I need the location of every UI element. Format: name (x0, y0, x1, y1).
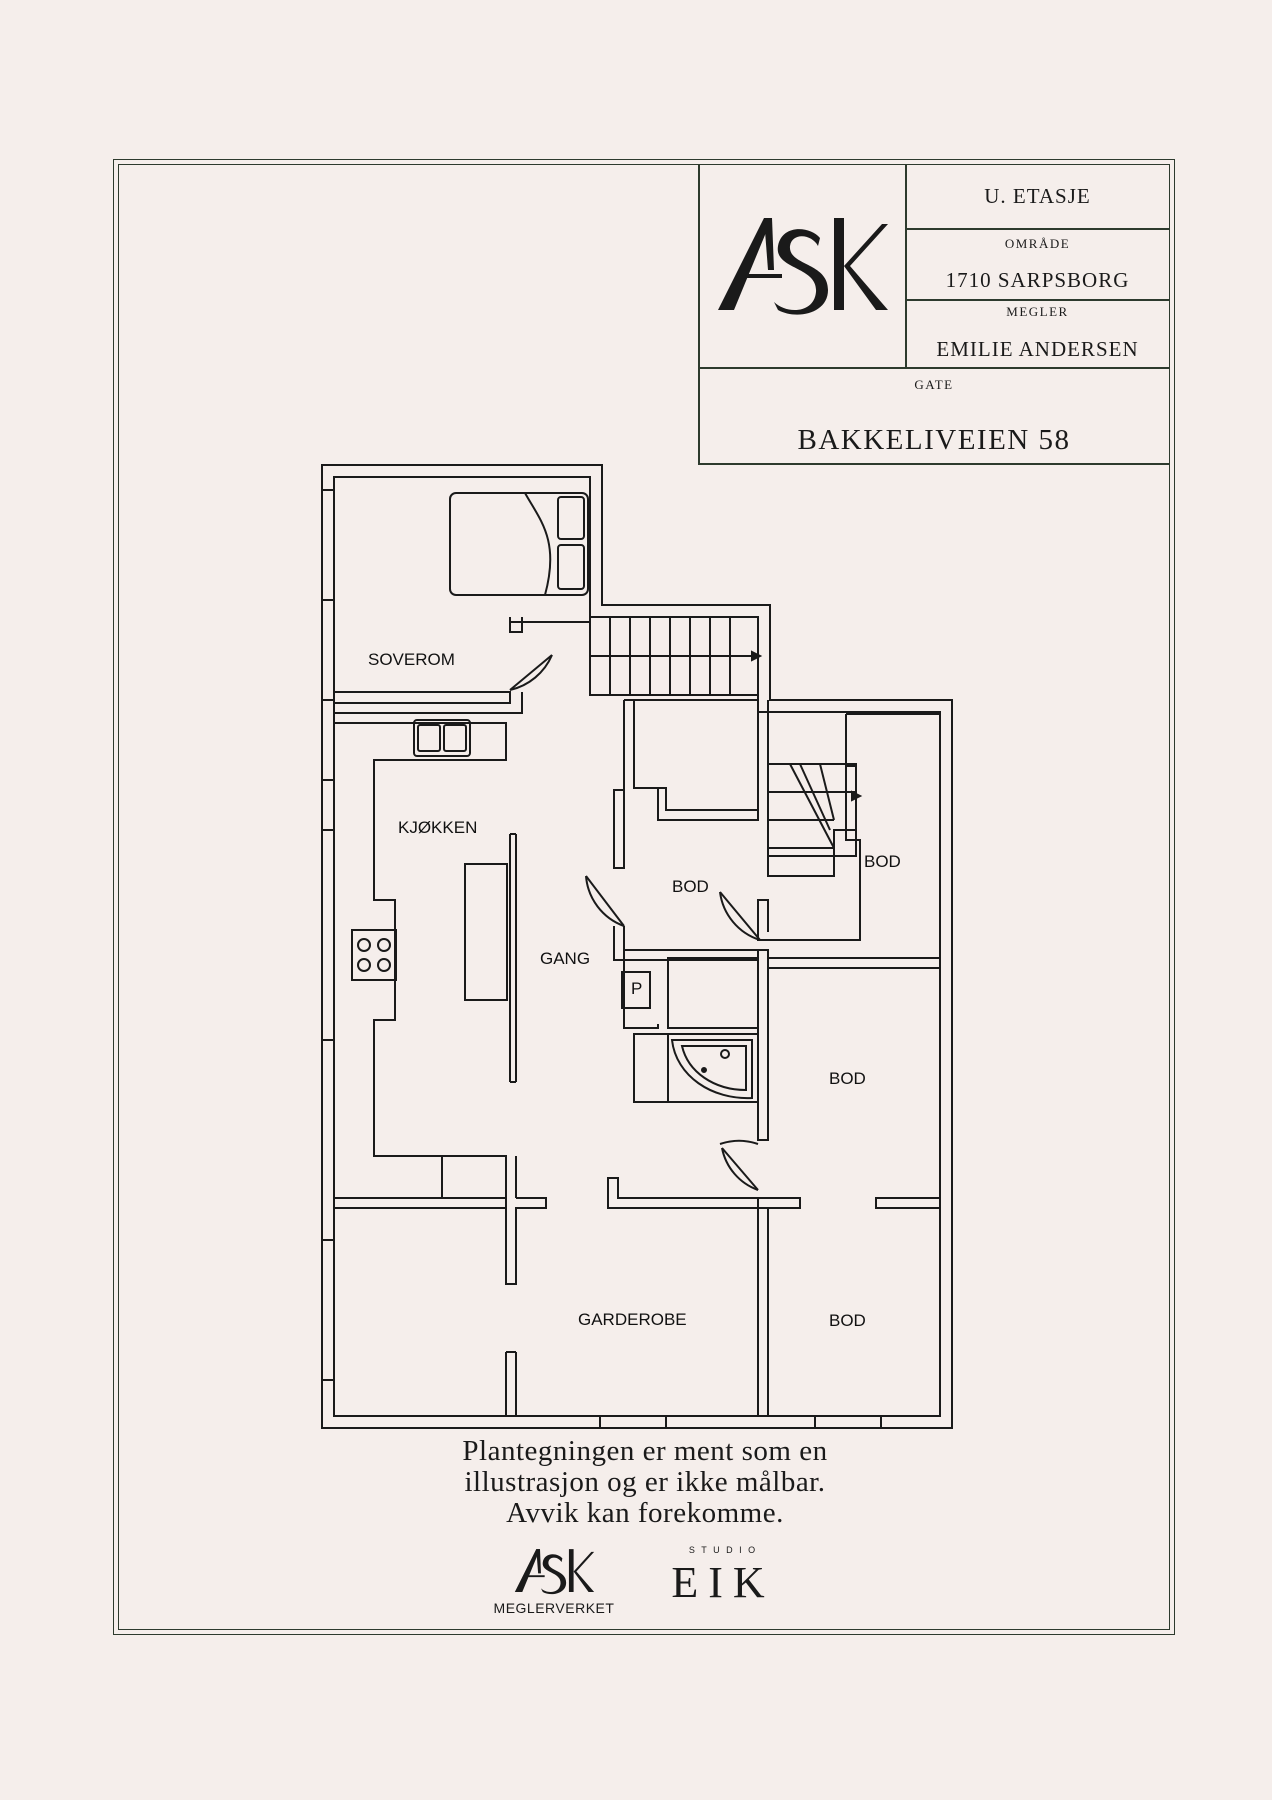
agent-label: MEGLER (1006, 304, 1069, 319)
studio-label: S T U D I O (688, 1545, 758, 1555)
disclaimer: Plantegningen er ment som en illustrasjo… (330, 1436, 960, 1529)
room-label-soverom: SOVEROM (368, 650, 455, 669)
parking-box (621, 971, 651, 1009)
area-label: OMRÅDE (1004, 236, 1071, 251)
room-label-bod-3: BOD (829, 1069, 866, 1088)
ask-footer-icon (514, 1549, 595, 1595)
floor-label: U. ETASJE (984, 184, 1091, 208)
room-label-kjokken: KJØKKEN (398, 818, 478, 837)
room-label-garderobe: GARDEROBE (578, 1310, 687, 1329)
page-frame-inner (118, 164, 1170, 1630)
room-label-gang: GANG (540, 949, 591, 968)
footer-eik-logo: S T U D I O EIK (668, 1545, 778, 1608)
bed (449, 492, 589, 596)
corner-bathtub (670, 1039, 753, 1100)
ask-footer-sub: MEGLERVERKET (493, 1600, 615, 1616)
ask-logo-icon (718, 218, 888, 315)
room-label-bod-4: BOD (829, 1311, 866, 1330)
disclaimer-line-2: illustrasjon og er ikke målbar. (464, 1466, 826, 1498)
page-frame-outer (113, 159, 1175, 1635)
disclaimer-line-1: Plantegningen er ment som en (462, 1435, 828, 1467)
parking-symbol: P (631, 979, 643, 998)
area-value: 1710 SARPSBORG (945, 268, 1130, 292)
disclaimer-line-3: Avvik kan forekomme. (506, 1497, 784, 1529)
kitchen-island (464, 863, 508, 1001)
stove (351, 929, 397, 981)
stairs-spiral (767, 763, 857, 877)
outer-wall-outer (321, 464, 953, 1429)
street-label: GATE (914, 377, 954, 392)
room-label-bod-2: BOD (864, 852, 901, 871)
kitchen-sink (413, 719, 471, 757)
eik-wordmark: EIK (671, 1558, 775, 1607)
footer-ask-logo: MEGLERVERKET (486, 1545, 622, 1616)
street-value: BAKKELIVEIEN 58 (797, 424, 1071, 456)
agent-value: EMILIE ANDERSEN (936, 337, 1139, 361)
room-label-bod-1: BOD (672, 877, 709, 896)
